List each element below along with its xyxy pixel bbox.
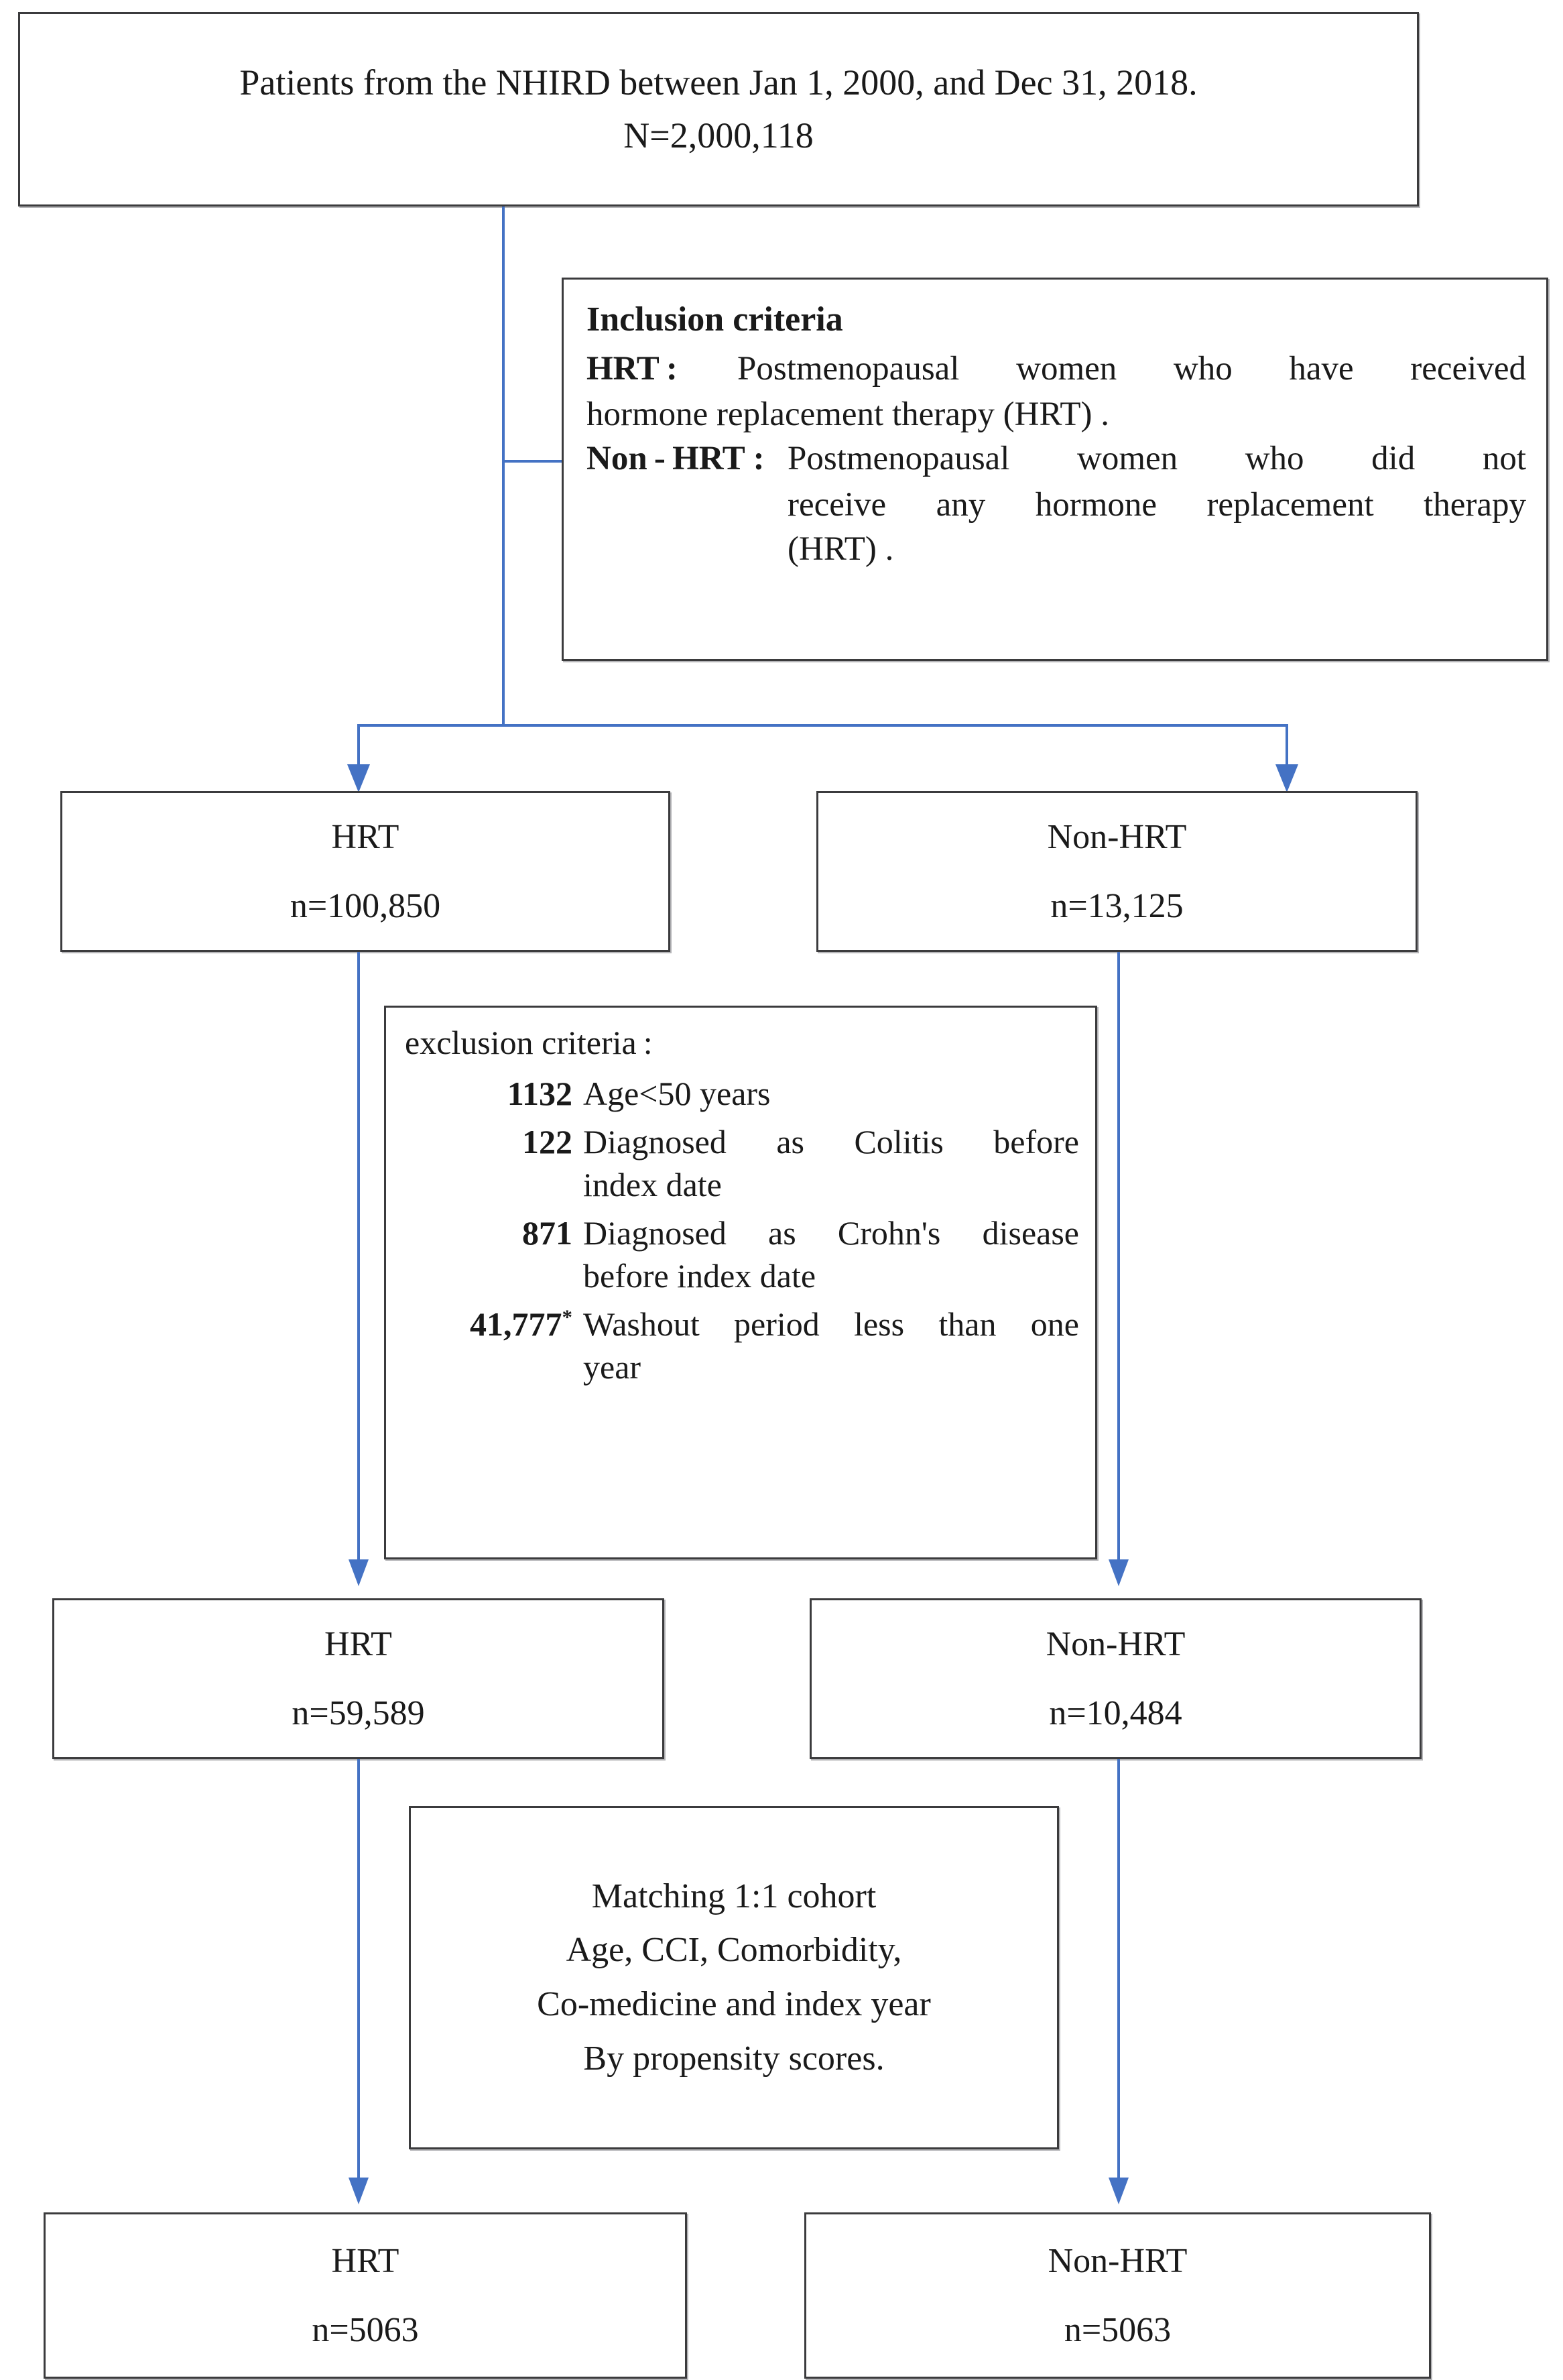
exclusion-heading: exclusion criteria :	[405, 1024, 653, 1061]
inclusion-hrt-row: HRT : Postmenopausal women who have rece…	[586, 347, 1526, 391]
connector-top-vertical-lower	[502, 389, 505, 727]
stage1-hrt-label: HRT	[331, 818, 399, 856]
stage3-hrt-count: n=5063	[312, 2311, 419, 2349]
stage2-hrt-count: n=59,589	[292, 1694, 425, 1732]
stage2-nonhrt-box: Non-HRT n=10,484	[810, 1598, 1422, 1759]
arrow-stage3-nonhrt	[1109, 2178, 1129, 2204]
inclusion-hrt-text: Postmenopausal women who have received	[737, 349, 1526, 388]
stage3-nonhrt-count: n=5063	[1064, 2311, 1172, 2349]
stage1-nonhrt-box: Non-HRT n=13,125	[816, 791, 1418, 952]
inclusion-nonhrt-label: Non - HRT :	[586, 440, 765, 478]
stage3-nonhrt-box: Non-HRT n=5063	[804, 2212, 1431, 2379]
stage1-nonhrt-label: Non-HRT	[1047, 818, 1187, 856]
stage3-hrt-label: HRT	[331, 2242, 399, 2280]
matching-line1: Matching 1:1 cohort	[591, 1877, 877, 1915]
exclusion-item-wrap: index date	[583, 1166, 722, 1203]
matching-box: Matching 1:1 cohort Age, CCI, Comorbidit…	[409, 1806, 1059, 2149]
connector-top-vertical	[502, 206, 505, 390]
exclusion-item: 122 Diagnosed as Colitis before	[405, 1120, 1079, 1163]
connector-stage2-nonhrt-line	[1117, 952, 1120, 1579]
exclusion-item-count: 122	[522, 1123, 572, 1161]
matching-line3: Co-medicine and index year	[537, 1985, 931, 2023]
connector-stage1-hrt-drop	[357, 724, 360, 771]
inclusion-heading: Inclusion criteria	[586, 300, 843, 339]
arrow-stage2-hrt	[349, 1559, 369, 1586]
matching-line2: Age, CCI, Comorbidity,	[566, 1931, 902, 1970]
arrow-stage3-hrt	[349, 2178, 369, 2204]
inclusion-nonhrt-text-cont2: (HRT) .	[788, 530, 894, 568]
exclusion-criteria-box: exclusion criteria : 1132 Age<50 years 1…	[384, 1006, 1097, 1559]
inclusion-nonhrt-text: Postmenopausal women who did not	[788, 440, 1526, 478]
exclusion-item-text: Diagnosed as Crohn's disease	[583, 1214, 1079, 1252]
exclusion-item-count: 41,777*	[470, 1305, 572, 1343]
exclusion-item: 1132 Age<50 years	[405, 1072, 1079, 1115]
exclusion-item-wrap: year	[583, 1348, 641, 1386]
inclusion-nonhrt-text-cont: receive any hormone replacement therapy	[788, 485, 1526, 524]
arrow-stage1-nonhrt	[1275, 764, 1298, 792]
exclusion-item-text: Diagnosed as Colitis before	[583, 1123, 1079, 1161]
exclusion-item: 871 Diagnosed as Crohn's disease	[405, 1211, 1079, 1254]
stage2-nonhrt-label: Non-HRT	[1046, 1625, 1186, 1663]
connector-stage1-split	[357, 724, 1288, 727]
stage3-nonhrt-label: Non-HRT	[1048, 2242, 1188, 2280]
exclusion-item-text: Washout period less than one	[583, 1305, 1079, 1343]
stage2-hrt-box: HRT n=59,589	[52, 1598, 664, 1759]
arrow-stage2-nonhrt	[1109, 1559, 1129, 1586]
inclusion-hrt-label: HRT :	[586, 349, 678, 388]
stage3-hrt-box: HRT n=5063	[44, 2212, 687, 2379]
connector-stage3-nonhrt-line	[1117, 1759, 1120, 2195]
connector-stage2-hrt-line	[357, 952, 360, 1579]
stage1-hrt-box: HRT n=100,850	[60, 791, 670, 952]
exclusion-item-count: 871	[522, 1214, 572, 1252]
source-population-line1: Patients from the NHIRD between Jan 1, 2…	[239, 62, 1198, 103]
arrow-stage1-hrt	[347, 764, 370, 792]
matching-line4: By propensity scores.	[583, 2039, 885, 2078]
connector-inclusion-stub	[502, 460, 564, 463]
exclusion-item: 41,777* Washout period less than one	[405, 1303, 1079, 1346]
exclusion-item-wrap: before index date	[583, 1257, 816, 1295]
stage2-nonhrt-count: n=10,484	[1049, 1694, 1182, 1732]
stage2-hrt-label: HRT	[324, 1625, 392, 1663]
source-population-count: N=2,000,118	[623, 115, 814, 156]
stage1-hrt-count: n=100,850	[290, 887, 441, 925]
inclusion-nonhrt-row: Non - HRT : Postmenopausal women who did…	[586, 436, 1526, 481]
connector-stage3-hrt-line	[357, 1759, 360, 2195]
inclusion-criteria-box: Inclusion criteria HRT : Postmenopausal …	[562, 278, 1548, 661]
inclusion-hrt-text-cont: hormone replacement therapy (HRT) .	[586, 396, 1110, 434]
exclusion-item-text: Age<50 years	[583, 1075, 771, 1112]
stage1-nonhrt-count: n=13,125	[1050, 887, 1184, 925]
source-population-box: Patients from the NHIRD between Jan 1, 2…	[18, 12, 1419, 206]
connector-stage1-nonhrt-drop	[1286, 724, 1288, 771]
exclusion-item-count: 1132	[507, 1075, 572, 1112]
